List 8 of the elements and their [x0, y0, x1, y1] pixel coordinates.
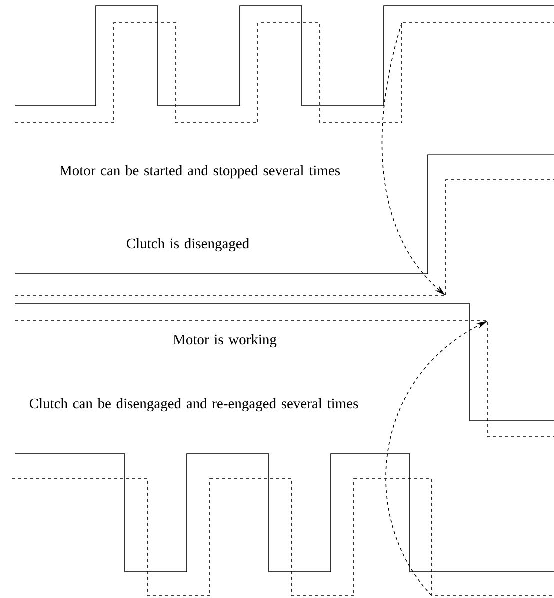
label-text: Motor is working [173, 334, 277, 348]
label-text: Clutch is disengaged [126, 238, 250, 252]
waveform-drawing [14, 304, 554, 438]
label-text: Clutch can be disengaged and re-engaged several times [30, 398, 358, 412]
label-text: Motor can be started and stopped several times [60, 165, 340, 179]
waveform-drawing [12, 454, 554, 596]
waveform-drawing [14, 154, 554, 296]
waveform-drawing [14, 6, 554, 124]
